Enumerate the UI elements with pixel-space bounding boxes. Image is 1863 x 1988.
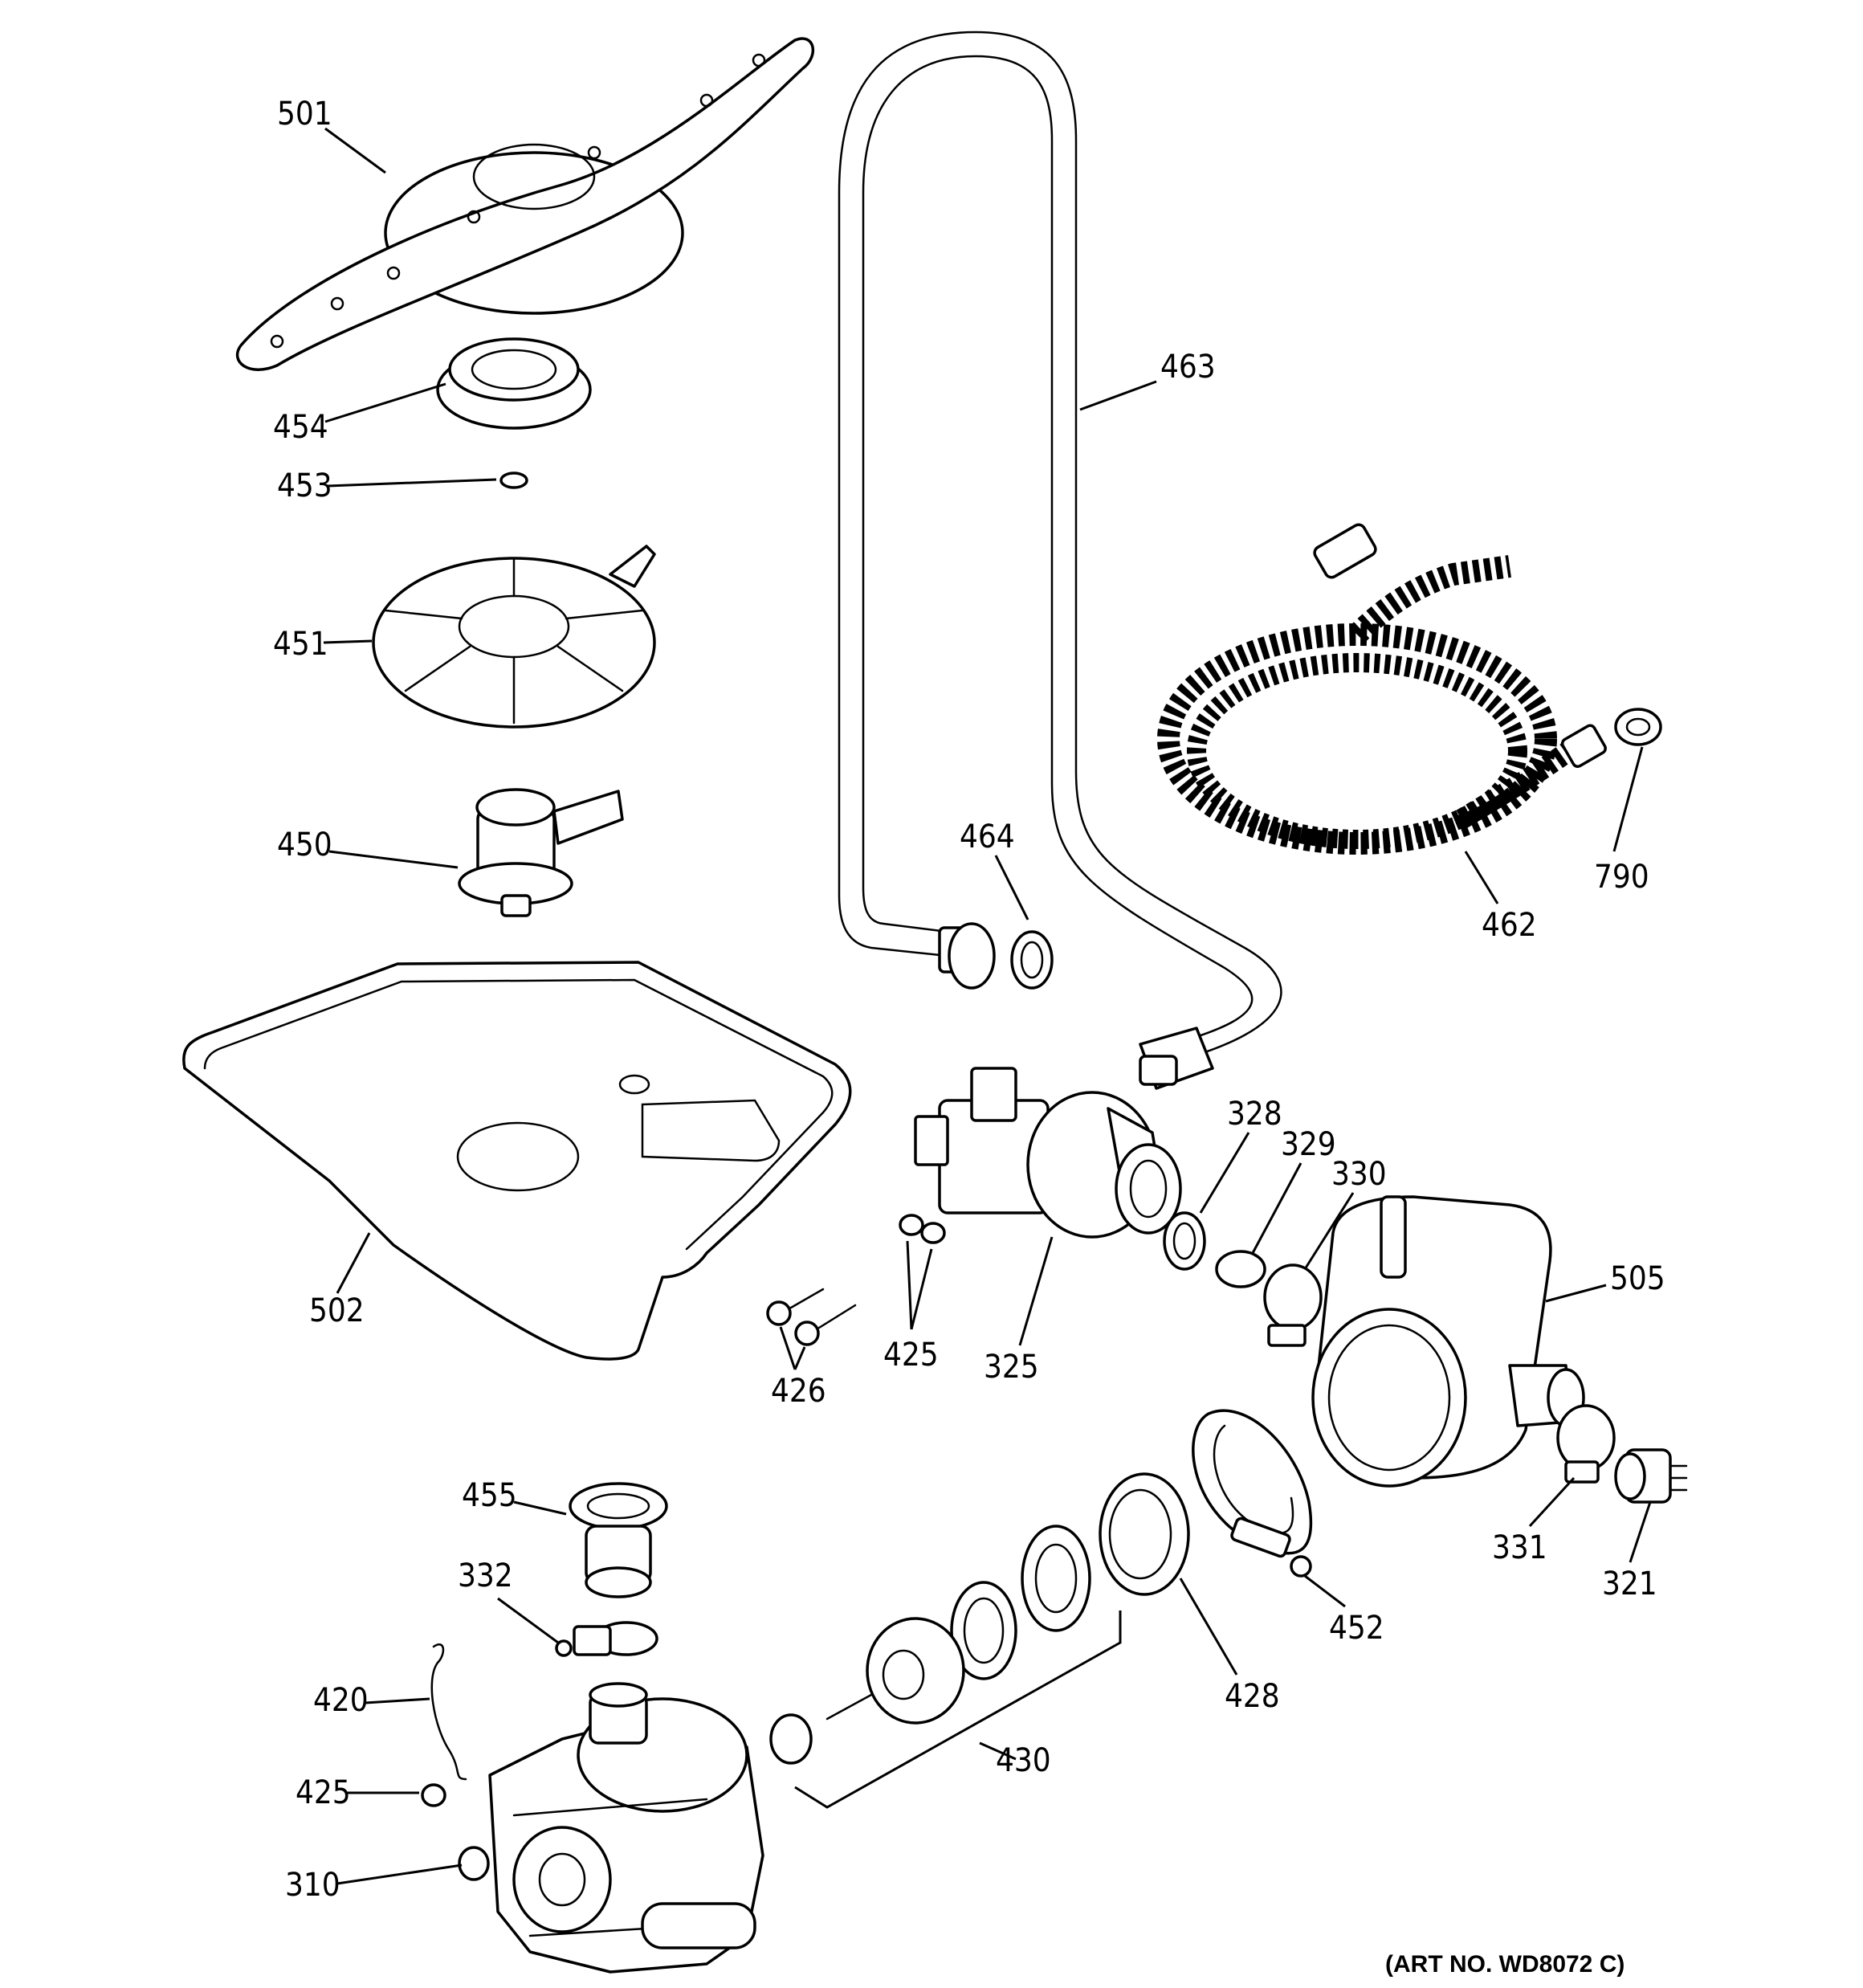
callout-454: 454: [273, 382, 446, 446]
part-452-band-clamp[interactable]: [1192, 1409, 1313, 1578]
callout-330: 330: [1303, 1156, 1387, 1270]
part-425-grommet-lower[interactable]: [421, 1783, 446, 1807]
callout-331: 331: [1492, 1476, 1576, 1566]
callout-790: 790: [1594, 746, 1649, 896]
label-452: 452: [1329, 1610, 1384, 1647]
callout-321: 321: [1602, 1501, 1657, 1602]
part-430-impeller-kit[interactable]: [769, 1525, 1091, 1765]
callout-420: 420: [313, 1682, 430, 1719]
label-462: 462: [1482, 907, 1537, 944]
callout-329: 329: [1251, 1126, 1336, 1254]
label-425-upper: 425: [883, 1337, 939, 1374]
callout-463: 463: [1079, 349, 1216, 411]
label-325: 325: [984, 1349, 1039, 1386]
label-329: 329: [1281, 1126, 1336, 1163]
part-501-spray-arm[interactable]: [235, 37, 815, 371]
part-330-clamp[interactable]: [1263, 1263, 1323, 1347]
part-425-grommets-upper[interactable]: [899, 1214, 946, 1244]
label-420: 420: [313, 1682, 369, 1719]
label-310: 310: [285, 1867, 340, 1904]
label-455: 455: [462, 1477, 517, 1514]
part-321-sensor[interactable]: [1614, 1448, 1688, 1504]
part-505-sump-housing[interactable]: [1311, 1195, 1585, 1488]
callout-455: 455: [462, 1477, 567, 1516]
callout-453: 453: [277, 467, 497, 504]
part-332-clamp[interactable]: [555, 1621, 658, 1657]
label-463: 463: [1160, 349, 1216, 386]
callout-464: 464: [960, 818, 1029, 921]
part-428-seal[interactable]: [1099, 1472, 1190, 1596]
part-331-clamp[interactable]: [1556, 1404, 1616, 1484]
label-328: 328: [1227, 1096, 1282, 1133]
callout-505: 505: [1545, 1260, 1665, 1303]
label-453: 453: [277, 467, 332, 504]
label-428: 428: [1225, 1678, 1280, 1715]
part-463-circulation-tube[interactable]: [838, 31, 1282, 1090]
callout-450: 450: [277, 827, 459, 869]
callout-501: 501: [277, 96, 386, 174]
part-454-manifold[interactable]: [436, 337, 592, 430]
callout-462: 462: [1464, 851, 1537, 944]
part-790-hose-clamp[interactable]: [1614, 708, 1662, 746]
part-451-filter[interactable]: [372, 545, 656, 729]
part-329-check-valve[interactable]: [1215, 1250, 1266, 1288]
callout-310: 310: [285, 1863, 463, 1904]
callout-328: 328: [1199, 1096, 1282, 1214]
part-328-gasket[interactable]: [1163, 1211, 1206, 1271]
part-450-pump-hub[interactable]: [458, 788, 624, 917]
label-502: 502: [309, 1292, 365, 1329]
label-430: 430: [996, 1742, 1051, 1779]
callout-430: 430: [794, 1610, 1122, 1809]
callout-451: 451: [273, 626, 373, 663]
part-455-seal[interactable]: [569, 1482, 668, 1598]
part-426-screws[interactable]: [766, 1288, 857, 1346]
callout-452: 452: [1304, 1574, 1384, 1647]
label-450: 450: [277, 827, 332, 863]
callout-428: 428: [1179, 1578, 1280, 1715]
part-453-o-ring[interactable]: [499, 471, 528, 489]
label-331: 331: [1492, 1529, 1547, 1566]
label-451: 451: [273, 626, 328, 663]
part-502-sump-gasket[interactable]: [182, 961, 852, 1361]
label-464: 464: [960, 818, 1015, 855]
label-790: 790: [1594, 859, 1649, 896]
callout-502: 502: [309, 1232, 371, 1329]
callout-325: 325: [984, 1236, 1054, 1386]
label-454: 454: [273, 409, 328, 446]
callout-425-upper: 425: [883, 1240, 939, 1374]
label-505: 505: [1610, 1260, 1665, 1297]
label-425-lower: 425: [296, 1774, 351, 1811]
label-426: 426: [771, 1373, 826, 1410]
part-462-drain-hose[interactable]: [1157, 522, 1607, 855]
part-310-wash-motor[interactable]: [458, 1682, 764, 1974]
art-number: (ART NO. WD8072 C): [1385, 1951, 1625, 1978]
part-420-wire[interactable]: [430, 1643, 467, 1781]
callout-332: 332: [458, 1557, 559, 1644]
label-332: 332: [458, 1557, 513, 1594]
callout-425-lower: 425: [296, 1774, 419, 1811]
part-464-seal-ring[interactable]: [1010, 930, 1054, 990]
callout-426: 426: [771, 1326, 826, 1410]
label-321: 321: [1602, 1565, 1657, 1602]
part-325-drain-pump[interactable]: [914, 1067, 1182, 1239]
label-330: 330: [1331, 1156, 1387, 1193]
label-501: 501: [277, 96, 332, 133]
